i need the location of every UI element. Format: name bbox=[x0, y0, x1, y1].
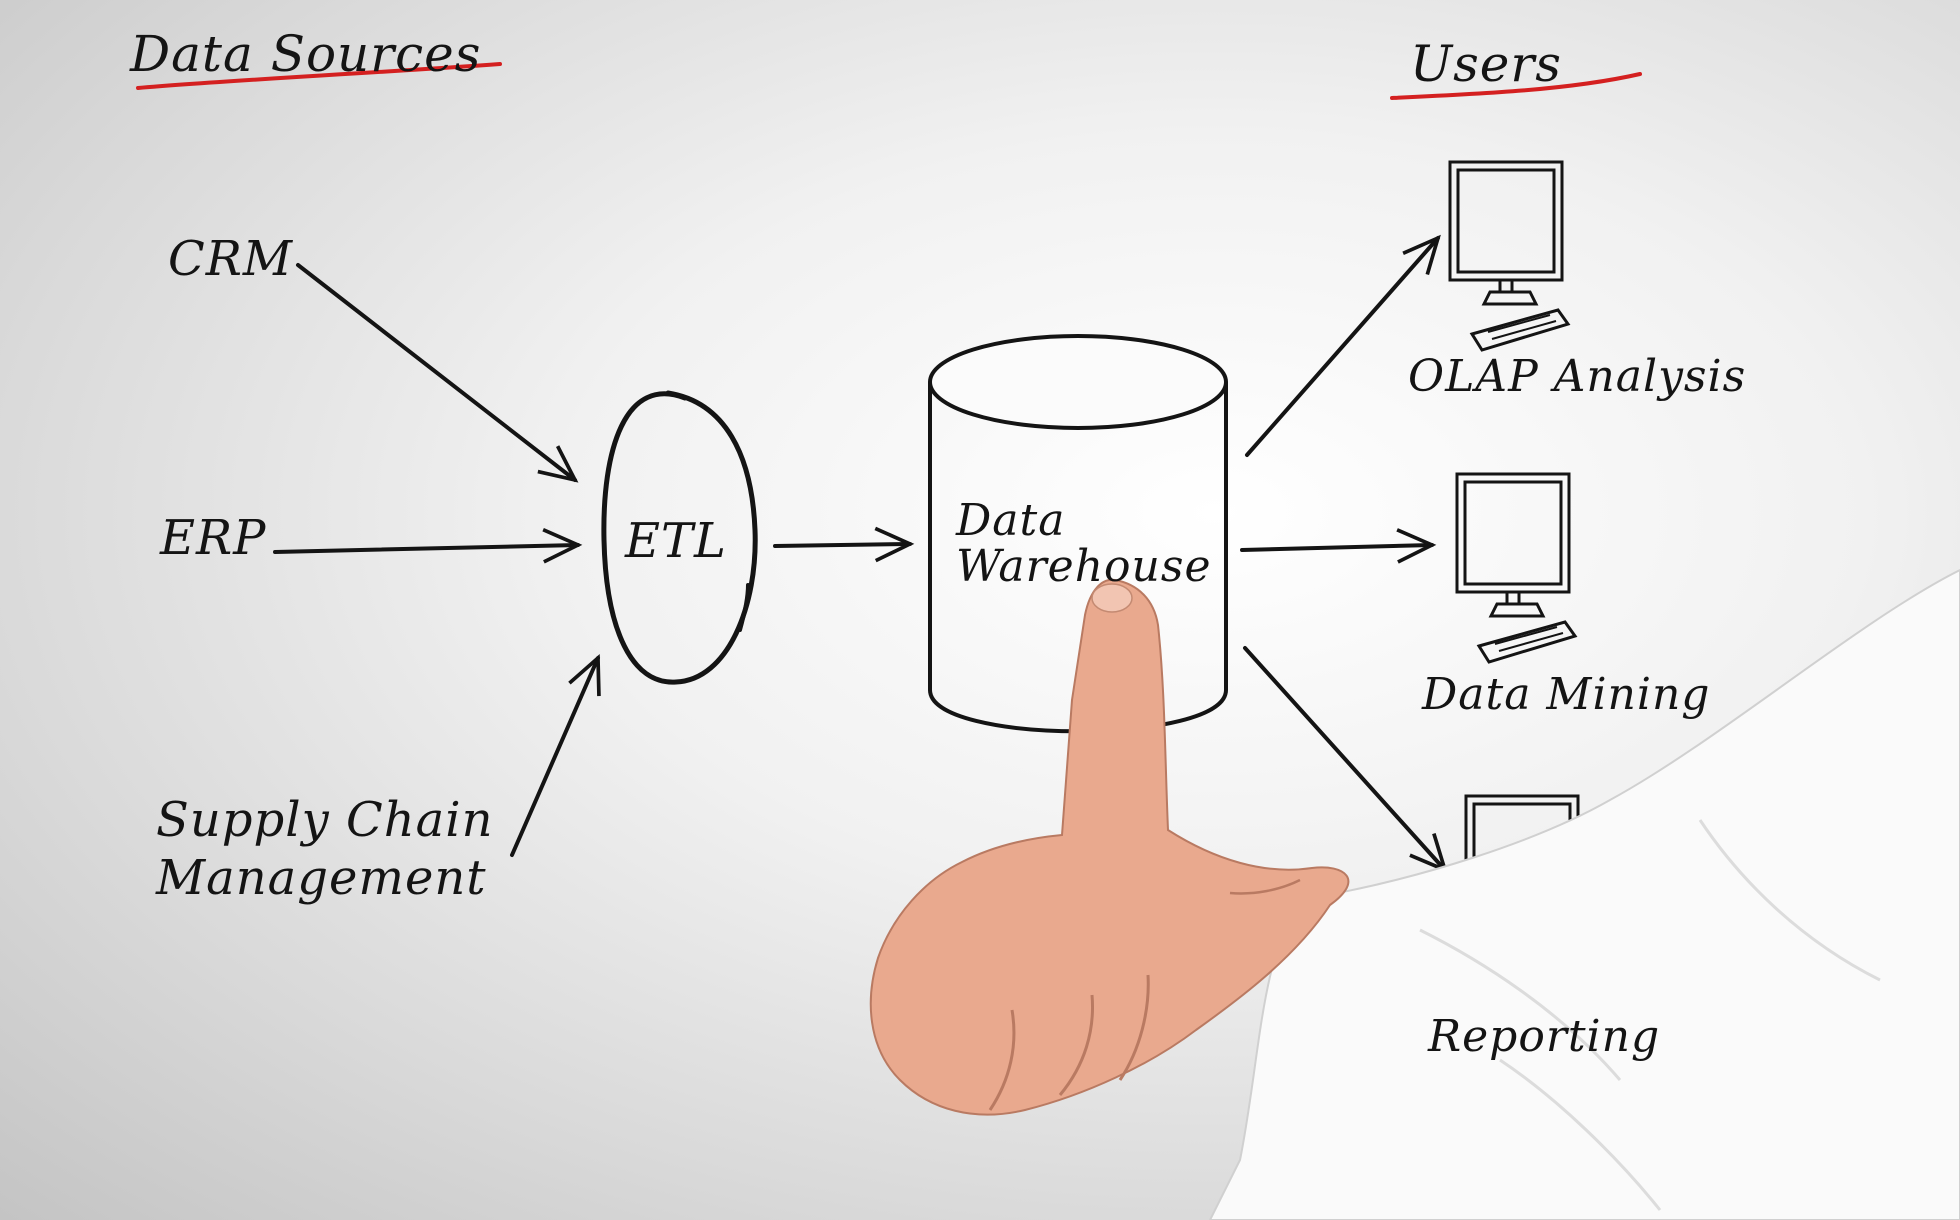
arrow-warehouse-to-mining bbox=[1240, 528, 1437, 564]
keyboard-icon bbox=[1476, 620, 1578, 664]
etl-ellipse bbox=[601, 390, 758, 685]
computer-olap bbox=[1448, 160, 1571, 352]
warehouse-label-line2: Warehouse bbox=[956, 541, 1212, 593]
monitor-stand bbox=[1481, 290, 1539, 306]
arrow-crm-to-etl bbox=[296, 263, 579, 483]
shirt-sleeve bbox=[1208, 568, 1960, 1220]
pointing-hand bbox=[869, 578, 1350, 1116]
computer-monitor-icon bbox=[1455, 472, 1571, 594]
monitor-stand bbox=[1488, 602, 1546, 618]
warehouse-label: Data Warehouse bbox=[956, 495, 1212, 593]
finger-creases bbox=[988, 974, 1150, 1111]
header-data-sources: Data Sources bbox=[130, 25, 482, 83]
source-scm-line2: Management bbox=[156, 850, 487, 907]
users-underline bbox=[1390, 72, 1642, 100]
source-scm-line1: Supply Chain bbox=[156, 792, 494, 848]
etl-label: ETL bbox=[625, 513, 727, 569]
warehouse-label-line1: Data bbox=[956, 495, 1066, 546]
computer-monitor-icon bbox=[1448, 160, 1564, 282]
arrow-warehouse-to-reporting bbox=[1243, 646, 1448, 874]
user-data-mining: Data Mining bbox=[1422, 669, 1711, 720]
sleeve-folds bbox=[1419, 819, 1881, 1211]
arrow-erp-to-etl bbox=[273, 528, 583, 564]
keyboard-icon bbox=[1469, 308, 1571, 352]
etl-ellipse-tail bbox=[738, 583, 750, 632]
sources-underline bbox=[136, 62, 502, 90]
source-erp: ERP bbox=[160, 510, 267, 566]
arrow-scm-to-etl bbox=[510, 654, 601, 857]
user-reporting: Reporting bbox=[1428, 1011, 1661, 1062]
arrow-etl-to-warehouse bbox=[773, 526, 915, 563]
fingernail bbox=[1091, 583, 1133, 613]
user-olap-analysis: OLAP Analysis bbox=[1408, 351, 1747, 402]
arrow-warehouse-to-olap bbox=[1245, 234, 1441, 457]
source-supply-chain-management: Supply Chain Management bbox=[156, 795, 494, 904]
header-users: Users bbox=[1410, 35, 1562, 93]
computer-mining bbox=[1455, 472, 1578, 664]
source-crm: CRM bbox=[168, 231, 294, 287]
